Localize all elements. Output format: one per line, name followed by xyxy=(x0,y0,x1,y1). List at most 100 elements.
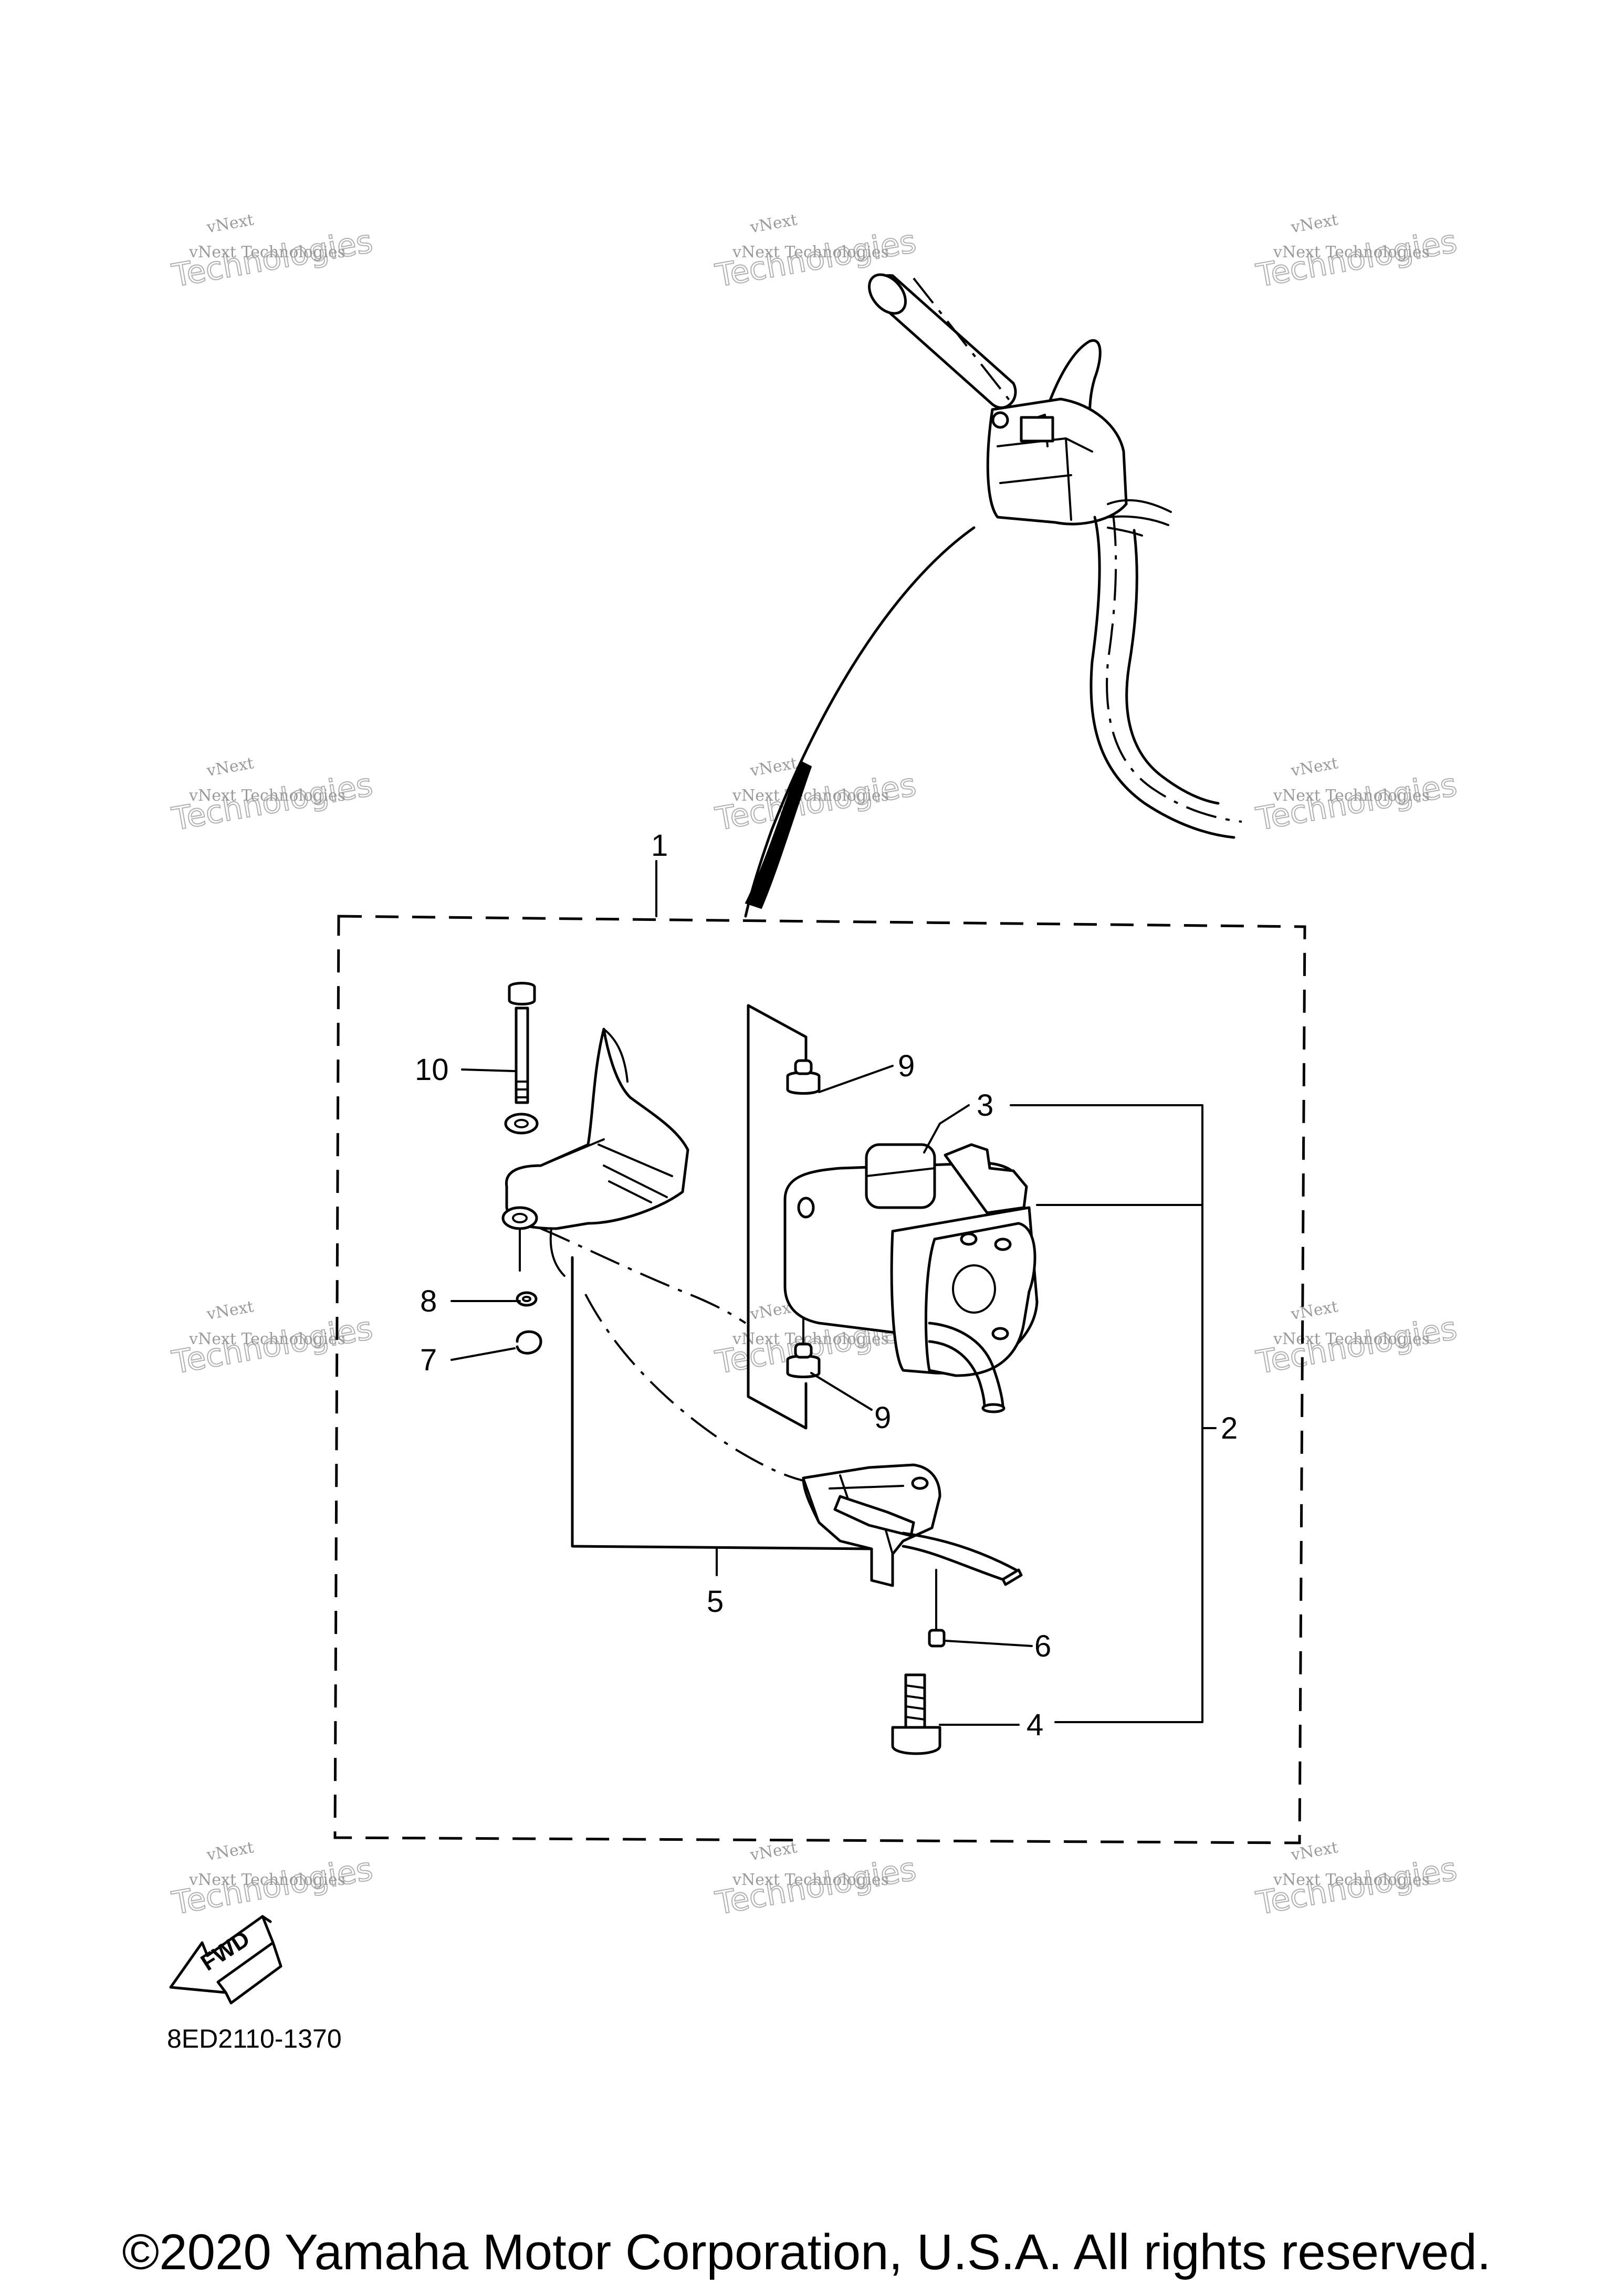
lever-detail xyxy=(540,1028,673,1203)
lever-pivot-top xyxy=(504,1113,539,1135)
leader-7 xyxy=(451,1347,516,1361)
watermark-top-text: vNext xyxy=(748,211,799,237)
flange-hole-top xyxy=(994,1238,1012,1251)
fwd-arrow-shadow xyxy=(224,1915,282,2005)
callout-labels: 1 2 3 4 5 6 7 8 9 9 10 xyxy=(415,829,1238,1742)
watermark: Technologies vNext vNext Technologies xyxy=(1253,1297,1460,1382)
cable-guide-clip xyxy=(833,1495,915,1537)
watermark: Technologies vNext vNext Technologies xyxy=(1253,1838,1460,1923)
pivot-bolt-head xyxy=(508,982,536,1005)
washer xyxy=(516,1291,538,1307)
watermark-top-text: vNext xyxy=(205,1838,255,1864)
pivot-bolt-thread xyxy=(515,1081,529,1098)
callout-9-top: 9 xyxy=(898,1049,915,1083)
assembly-boundary xyxy=(333,915,1306,1844)
callout-1: 1 xyxy=(651,829,668,863)
body-mount-hole-2 xyxy=(960,1232,978,1246)
watermark: Technologies vNext vNext Technologies xyxy=(712,754,919,838)
switch-cap-detail xyxy=(865,1167,936,1177)
leader-9-bottom xyxy=(810,1372,873,1411)
leader-6 xyxy=(944,1640,1033,1647)
watermark-top-text: vNext xyxy=(205,754,255,780)
body-mount-hole xyxy=(797,1197,815,1219)
watermark-mid-text: vNext Technologies xyxy=(1273,1871,1430,1889)
watermark-mid-text: vNext Technologies xyxy=(1273,787,1430,805)
housing-screw xyxy=(991,411,1009,429)
copyright-notice: ©2020 Yamaha Motor Corporation, U.S.A. A… xyxy=(122,2224,1491,2280)
handlebar-tube xyxy=(1090,516,1235,839)
watermark-mid-text: vNext Technologies xyxy=(732,1871,889,1889)
throttle-cable-black xyxy=(745,760,812,909)
leader-10 xyxy=(461,1068,516,1072)
lever-shaft xyxy=(519,1228,565,1277)
watermark-top-text: vNext xyxy=(748,754,799,780)
cable-guide-hole xyxy=(911,1476,929,1490)
watermark-mid-text: vNext Technologies xyxy=(188,1871,345,1889)
callout-5: 5 xyxy=(707,1585,724,1619)
fwd-arrow-icon xyxy=(169,1915,275,1994)
watermark-mid-text: vNext Technologies xyxy=(188,1330,345,1348)
lever-pivot-bottom-hole xyxy=(512,1213,528,1223)
watermark: Technologies vNext vNext Technologies xyxy=(169,1838,376,1923)
callout-6: 6 xyxy=(1034,1629,1051,1663)
watermark-top-text: vNext xyxy=(205,1297,255,1324)
watermark: Technologies vNext vNext Technologies xyxy=(1253,211,1460,295)
grip-end xyxy=(868,273,907,315)
leader-9-top xyxy=(818,1065,894,1093)
watermark-top-text: vNext xyxy=(205,211,255,237)
watermark-mid-text: vNext Technologies xyxy=(188,243,345,261)
callout-4: 4 xyxy=(1027,1708,1043,1742)
throttle-lever-group xyxy=(501,982,689,1355)
watermark-top-text: vNext xyxy=(748,1838,799,1864)
callout-10: 10 xyxy=(415,1053,449,1087)
watermark-top-text: vNext xyxy=(1289,754,1339,780)
screw-upper xyxy=(786,1071,821,1095)
watermark-mid-text: vNext Technologies xyxy=(1273,243,1430,261)
screw-lower xyxy=(786,1355,821,1378)
group-bracket-2 xyxy=(1010,1104,1217,1723)
switch-rear xyxy=(944,1143,1028,1214)
washer-hole xyxy=(522,1296,531,1302)
callout-2: 2 xyxy=(1221,1411,1238,1445)
callout-3: 3 xyxy=(977,1088,993,1123)
cable-guide-wire-end xyxy=(1001,1568,1023,1586)
watermark-grid: Technologies vNext vNext Technologies Te… xyxy=(169,211,1460,1923)
throttle-lever xyxy=(505,1028,689,1230)
cable-route-lower xyxy=(584,1294,804,1482)
screw-lower-head xyxy=(794,1343,813,1359)
mount-bolt-thread xyxy=(905,1684,926,1721)
switch-cable-end xyxy=(981,1403,1005,1413)
switch-cable-2 xyxy=(928,1340,986,1409)
watermark-mid-text: vNext Technologies xyxy=(1273,1330,1430,1348)
switch-cap xyxy=(865,1143,936,1209)
watermark-mid-text: vNext Technologies xyxy=(732,787,889,805)
handlebar-centerline xyxy=(1106,514,1242,823)
housing-detail xyxy=(997,414,1093,521)
watermark-mid-text: vNext Technologies xyxy=(732,243,889,261)
pivot-bolt xyxy=(515,1007,529,1104)
leader-lines xyxy=(451,1065,1217,1726)
cable-guide-wires xyxy=(902,1532,1018,1582)
housing-screw-block xyxy=(1020,416,1054,443)
handlebar-assembly xyxy=(744,273,1242,918)
screw-upper-head xyxy=(794,1059,813,1075)
wire-bundle xyxy=(1107,499,1172,537)
switch-shaft-hole xyxy=(952,1264,996,1314)
cable-guide-group xyxy=(540,1228,1023,1755)
handlebar-tube-inner xyxy=(1125,529,1220,805)
circlip xyxy=(516,1330,542,1355)
throttle-switch-group xyxy=(747,1004,1039,1430)
watermark: Technologies vNext vNext Technologies xyxy=(712,1838,919,1923)
watermark: Technologies vNext vNext Technologies xyxy=(169,211,376,295)
forward-direction-indicator: FWD xyxy=(169,1915,282,2005)
flange-hole-bottom xyxy=(991,1327,1009,1340)
switch-cable xyxy=(928,1322,1004,1409)
mount-bolt-head xyxy=(891,1726,941,1755)
leader-3 xyxy=(923,1104,970,1154)
watermark-mid-text: vNext Technologies xyxy=(188,787,345,805)
watermark: Technologies vNext vNext Technologies xyxy=(169,1297,376,1382)
throttle-cable xyxy=(744,526,976,918)
diagram-part-number: 8ED2110-1370 xyxy=(167,2024,342,2053)
grip-centerline xyxy=(913,277,1030,426)
